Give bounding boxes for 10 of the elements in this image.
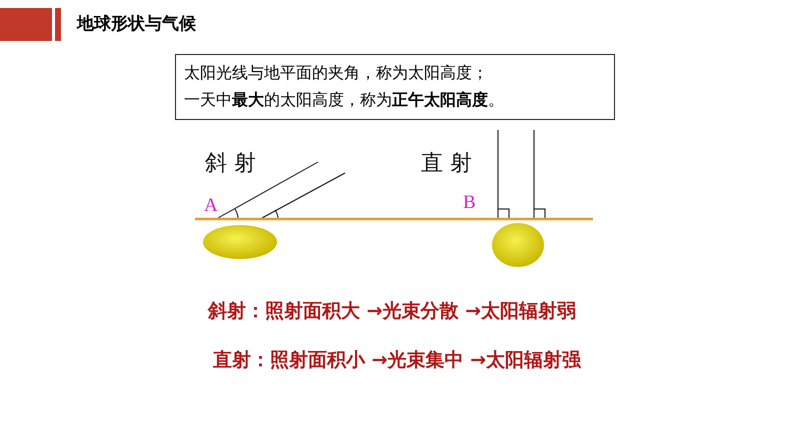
point-label: A	[204, 195, 218, 217]
conclusion-text: 斜射：照射面积大 →光束分散 →太阳辐射弱	[208, 299, 576, 324]
definition-text: 一天中最大的太阳高度，称为正午太阳高度。	[184, 90, 505, 111]
point-label: B	[463, 192, 476, 214]
definition-text: 太阳光线与地平面的夹角，称为太阳高度；	[184, 63, 489, 84]
ray-type-label: 直 射	[421, 150, 472, 178]
conclusion-text: 直射：照射面积小 →光束集中 →太阳辐射强	[213, 348, 582, 373]
slide-title: 地球形状与气候	[77, 13, 196, 35]
definition-box	[175, 54, 615, 120]
ray-type-label: 斜 射	[205, 150, 256, 178]
